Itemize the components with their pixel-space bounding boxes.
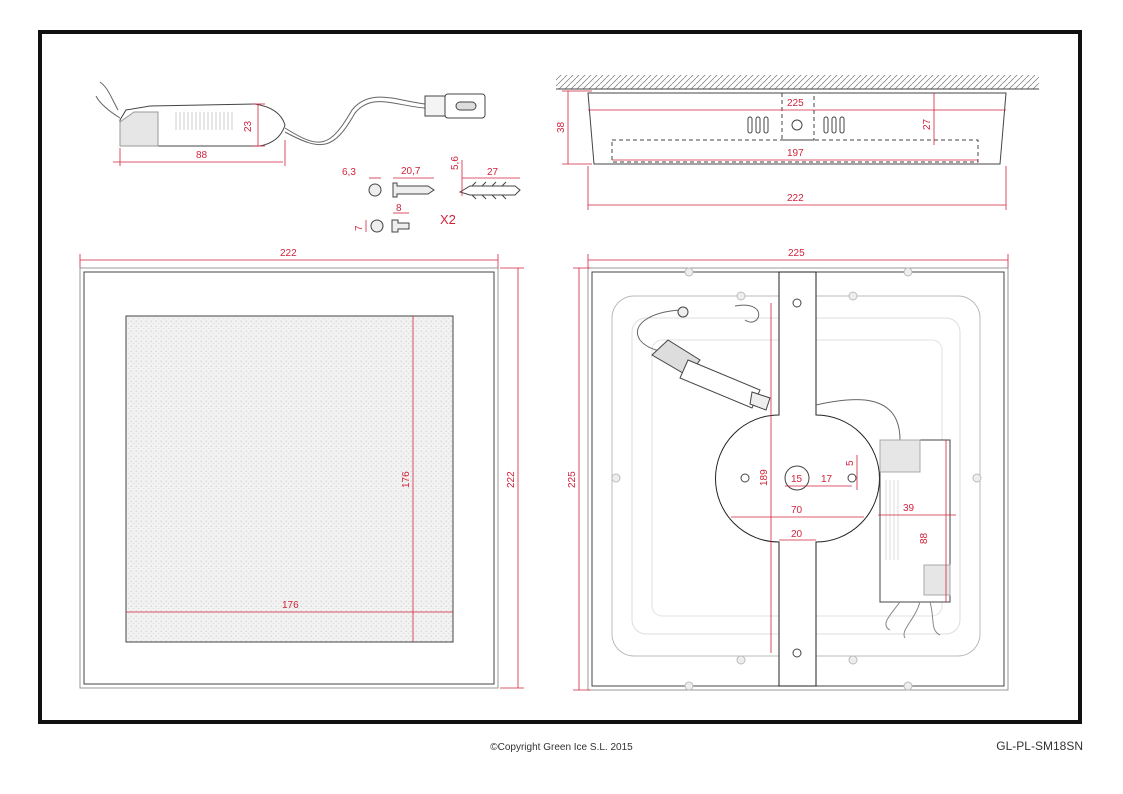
driver-height-label: 23 xyxy=(243,120,254,132)
side-view-body xyxy=(587,92,1007,165)
side-inner-width-label: 197 xyxy=(787,148,804,159)
back-driver-length-label: 88 xyxy=(919,532,930,544)
screw-length-label: 20,7 xyxy=(401,166,421,177)
sheet-border xyxy=(38,30,1082,724)
side-bottom-width-label: 222 xyxy=(787,193,804,204)
front-height-label: 222 xyxy=(506,471,517,488)
back-driver-width-label: 39 xyxy=(903,503,915,514)
back-width-label: 225 xyxy=(788,248,805,259)
clip-length-label: 8 xyxy=(396,203,402,214)
diffuser-width-label: 176 xyxy=(282,600,299,611)
clip-height-label: 7 xyxy=(354,225,365,231)
quantity-label: X2 xyxy=(440,212,456,227)
hole-offset-label: 17 xyxy=(821,474,833,485)
hardware-dimensions xyxy=(365,160,520,232)
bracket-length-label: 189 xyxy=(759,469,770,486)
diffuser-height-label: 176 xyxy=(401,471,412,488)
side-view-dimensions xyxy=(562,90,1007,210)
center-hole-label: 15 xyxy=(791,474,803,485)
bracket-width-label: 20 xyxy=(791,529,803,540)
side-height-label: 38 xyxy=(556,121,567,133)
front-width-label: 222 xyxy=(280,248,297,259)
small-hole-label: 5 xyxy=(845,460,856,466)
side-inner-height-label: 27 xyxy=(922,118,933,130)
plug-diameter-label: 5,6 xyxy=(450,156,461,170)
disc-diameter-label: 70 xyxy=(791,505,803,516)
screw-set xyxy=(368,181,521,233)
ceiling-hatch xyxy=(556,75,1039,90)
model-code: GL-PL-SM18SN xyxy=(996,739,1083,753)
back-view-dimensions xyxy=(573,254,1009,691)
back-view-panel xyxy=(587,267,1009,691)
back-height-label: 225 xyxy=(567,471,578,488)
side-top-width-label: 225 xyxy=(787,98,804,109)
driver-side-view xyxy=(95,81,486,147)
plug-length-label: 27 xyxy=(487,167,499,178)
cap-diameter-label: 6,3 xyxy=(342,167,356,178)
front-view-dimensions xyxy=(79,254,524,689)
copyright-notice: ©Copyright Green Ice S.L. 2015 xyxy=(490,742,633,753)
front-view-panel xyxy=(79,267,499,689)
driver-length-label: 88 xyxy=(196,150,208,161)
driver-dimensions xyxy=(113,103,286,166)
